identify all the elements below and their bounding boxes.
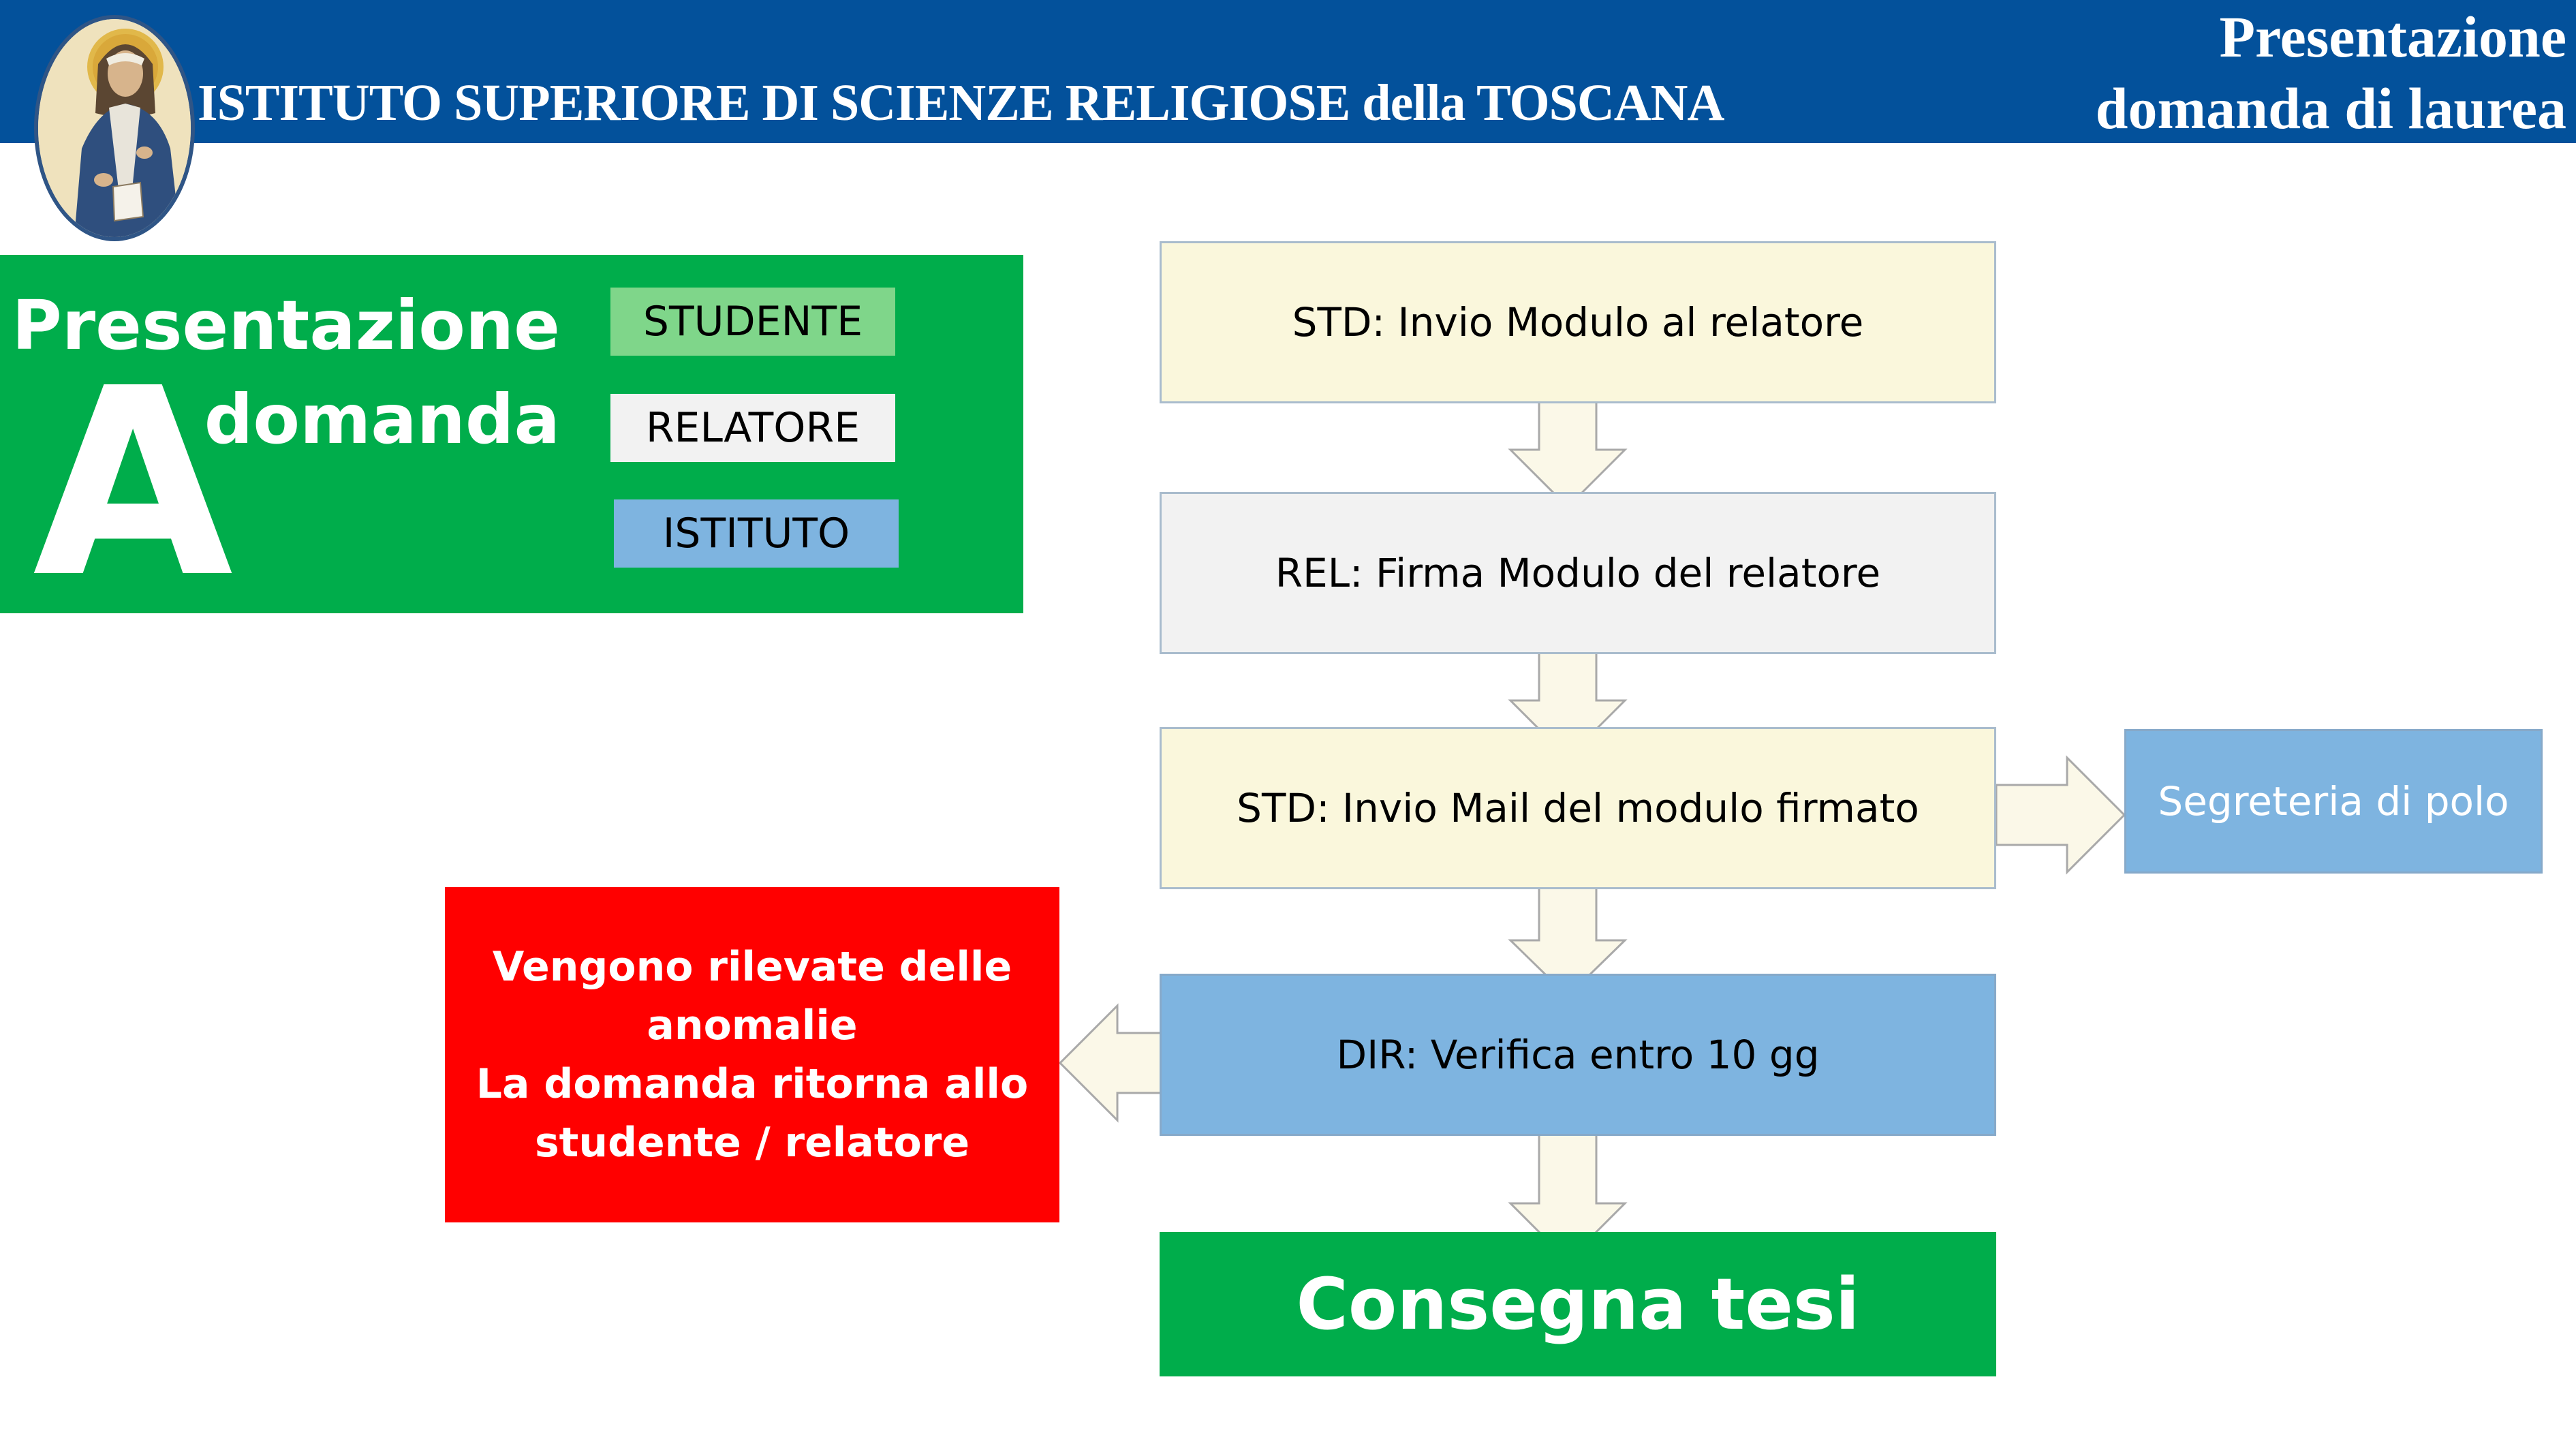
section-title-line1: Presentazione: [2219, 4, 2567, 70]
section-title-line2: domanda di laurea: [2095, 76, 2566, 141]
flow-step-invio-modulo: STD: Invio Modulo al relatore: [1160, 241, 1996, 403]
phase-letter: A: [33, 333, 234, 634]
legend-istituto: ISTITUTO: [614, 499, 899, 568]
segreteria-di-polo-box: Segreteria di polo: [2124, 729, 2543, 874]
legend-relatore: RELATORE: [610, 394, 895, 462]
arrow-right: [1995, 755, 2126, 875]
anomaly-box: Vengono rilevate delle anomalie La doman…: [445, 887, 1059, 1222]
anomaly-line1: Vengono rilevate delle: [492, 943, 1012, 991]
institute-title: ISTITUTO SUPERIORE DI SCIENZE RELIGIOSE …: [198, 74, 1724, 132]
anomaly-line2: anomalie: [647, 1002, 858, 1049]
section-title: Presentazione domanda di laurea: [2096, 1, 2566, 144]
phase-title-line1: Presentazione: [12, 286, 560, 365]
anomaly-line4: studente / relatore: [534, 1119, 970, 1167]
flow-step-consegna-tesi: Consegna tesi: [1160, 1232, 1996, 1376]
header-bar: [0, 0, 2576, 143]
flow-step-verifica: DIR: Verifica entro 10 gg: [1160, 974, 1996, 1136]
legend-studente: STUDENTE: [610, 288, 895, 356]
anomaly-line3: La domanda ritorna allo: [476, 1060, 1029, 1108]
logo-icon: [34, 15, 195, 241]
phase-title-line2: domanda: [204, 380, 560, 459]
flow-step-firma-modulo: REL: Firma Modulo del relatore: [1160, 492, 1996, 654]
flow-step-invio-mail: STD: Invio Mail del modulo firmato: [1160, 727, 1996, 889]
